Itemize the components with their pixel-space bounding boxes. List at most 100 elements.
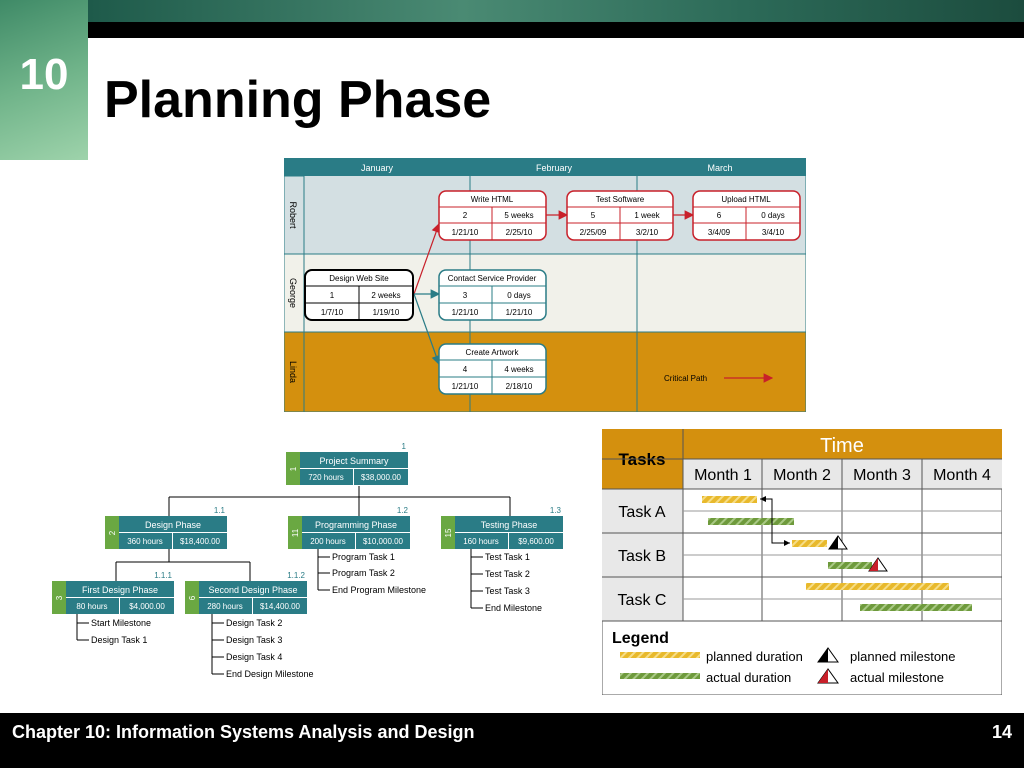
task-a-planned-bar xyxy=(702,496,757,503)
svg-text:Design Web Site: Design Web Site xyxy=(329,274,389,283)
svg-text:Test Software: Test Software xyxy=(596,195,645,204)
legend-planned-milestone-icon xyxy=(817,647,839,663)
list-item: Test Task 1 xyxy=(485,552,530,562)
wbs-node-testing-phase: 1.3 15 Testing Phase 160 hours $9,600.00 xyxy=(441,506,563,549)
list-item: Test Task 3 xyxy=(485,586,530,596)
svg-text:3/2/10: 3/2/10 xyxy=(636,228,659,237)
wbs-programming-tasks: Program Task 1 Program Task 2 End Progra… xyxy=(332,552,426,595)
svg-text:Testing Phase: Testing Phase xyxy=(481,520,538,530)
svg-text:Project Summary: Project Summary xyxy=(319,456,389,466)
svg-text:2/25/09: 2/25/09 xyxy=(580,228,607,237)
svg-text:160 hours: 160 hours xyxy=(463,537,499,546)
list-item: Start Milestone xyxy=(91,618,151,628)
svg-text:1/21/10: 1/21/10 xyxy=(452,228,479,237)
gantt-month-3: Month 3 xyxy=(853,467,911,484)
list-item: Program Task 2 xyxy=(332,568,395,578)
svg-text:1: 1 xyxy=(330,291,335,300)
svg-text:80 hours: 80 hours xyxy=(76,602,107,611)
legend-planned-duration: planned duration xyxy=(706,649,803,664)
svg-text:4: 4 xyxy=(463,365,468,374)
wbs-first-design-tasks: Start Milestone Design Task 1 xyxy=(91,618,151,645)
svg-text:5 weeks: 5 weeks xyxy=(504,211,533,220)
svg-text:1/21/10: 1/21/10 xyxy=(452,308,479,317)
task-c-actual-bar xyxy=(860,604,972,611)
gantt-time-header: Time xyxy=(820,435,864,457)
svg-text:720 hours: 720 hours xyxy=(308,473,344,482)
svg-text:2: 2 xyxy=(108,530,117,535)
footer-bar xyxy=(0,713,1024,768)
gantt-row-task-b: Task B xyxy=(618,548,666,565)
wbs-node-programming-phase: 1.2 11 Programming Phase 200 hours $10,0… xyxy=(288,506,410,549)
task-contact-service-provider: Contact Service Provider 3 0 days 1/21/1… xyxy=(438,269,547,321)
svg-text:$14,400.00: $14,400.00 xyxy=(260,602,301,611)
legend-planned-swatch xyxy=(620,652,700,658)
svg-text:Design Phase: Design Phase xyxy=(145,520,201,530)
svg-text:1.1.2: 1.1.2 xyxy=(287,571,305,580)
svg-text:15: 15 xyxy=(444,528,453,537)
gantt-row-task-c: Task C xyxy=(618,592,667,609)
svg-text:1: 1 xyxy=(289,466,298,471)
wbs-node-second-design-phase: 1.1.2 6 Second Design Phase 280 hours $1… xyxy=(185,571,307,614)
list-item: End Milestone xyxy=(485,603,542,613)
month-january: January xyxy=(361,163,394,173)
svg-text:6: 6 xyxy=(188,595,197,600)
svg-text:6: 6 xyxy=(717,211,722,220)
task-b-planned-milestone xyxy=(828,535,848,550)
task-b-planned-bar xyxy=(792,540,827,547)
svg-text:360 hours: 360 hours xyxy=(127,537,163,546)
month-march: March xyxy=(707,163,732,173)
chapter-badge xyxy=(0,0,88,160)
top-black-band xyxy=(88,22,1024,38)
svg-text:Programming Phase: Programming Phase xyxy=(315,520,397,530)
svg-text:1/7/10: 1/7/10 xyxy=(321,308,344,317)
legend-actual-duration: actual duration xyxy=(706,670,791,685)
svg-text:Upload HTML: Upload HTML xyxy=(721,195,771,204)
gantt-month-1: Month 1 xyxy=(694,467,752,484)
svg-text:1.2: 1.2 xyxy=(397,506,409,515)
svg-text:5: 5 xyxy=(591,211,596,220)
svg-text:1.3: 1.3 xyxy=(550,506,562,515)
legend-planned-milestone: planned milestone xyxy=(850,649,956,664)
svg-text:1 week: 1 week xyxy=(634,211,660,220)
list-item: End Design Milestone xyxy=(226,669,314,679)
svg-text:Create Artwork: Create Artwork xyxy=(466,348,520,357)
svg-text:1.1.1: 1.1.1 xyxy=(154,571,172,580)
gantt-month-2: Month 2 xyxy=(773,467,831,484)
wbs-second-design-tasks: Design Task 2 Design Task 3 Design Task … xyxy=(226,618,314,679)
page-number: 14 xyxy=(991,722,1012,742)
svg-text:2 weeks: 2 weeks xyxy=(371,291,400,300)
legend-title: Legend xyxy=(612,630,669,647)
wbs-node-design-phase: 1.1 2 Design Phase 360 hours $18,400.00 xyxy=(105,506,227,549)
gantt-month-4: Month 4 xyxy=(933,467,991,484)
task-b-actual-bar xyxy=(828,562,872,569)
list-item: Design Task 3 xyxy=(226,635,282,645)
svg-text:2/18/10: 2/18/10 xyxy=(506,382,533,391)
svg-text:1: 1 xyxy=(402,442,407,451)
critical-path-label: Critical Path xyxy=(664,374,707,383)
svg-text:3/4/09: 3/4/09 xyxy=(708,228,731,237)
svg-text:3: 3 xyxy=(463,291,468,300)
task-b-actual-milestone xyxy=(868,557,888,572)
task-create-artwork: Create Artwork 4 4 weeks 1/21/10 2/18/10 xyxy=(438,343,547,395)
svg-text:$18,400.00: $18,400.00 xyxy=(180,537,221,546)
svg-text:0 days: 0 days xyxy=(507,291,531,300)
svg-text:11: 11 xyxy=(291,528,300,537)
task-upload-html: Upload HTML 6 0 days 3/4/09 3/4/10 xyxy=(692,190,801,241)
svg-text:280 hours: 280 hours xyxy=(207,602,243,611)
svg-text:1/21/10: 1/21/10 xyxy=(506,308,533,317)
svg-text:4 weeks: 4 weeks xyxy=(504,365,533,374)
list-item: Design Task 1 xyxy=(91,635,147,645)
task-write-html: Write HTML 2 5 weeks 1/21/10 2/25/10 xyxy=(438,190,547,241)
list-item: Design Task 4 xyxy=(226,652,282,662)
list-item: Test Task 2 xyxy=(485,569,530,579)
svg-text:First Design Phase: First Design Phase xyxy=(82,585,158,595)
gantt-row-task-a: Task A xyxy=(618,504,665,521)
wbs-node-project-summary: 1 1 Project Summary 720 hours $38,000.00 xyxy=(286,442,408,485)
gantt-chart: Tasks Time Month 1 Month 2 Month 3 Month… xyxy=(602,429,1002,695)
list-item: End Program Milestone xyxy=(332,585,426,595)
month-header-bar xyxy=(284,158,806,176)
task-a-actual-bar xyxy=(708,518,794,525)
svg-text:Second Design Phase: Second Design Phase xyxy=(208,585,297,595)
footer-chapter-title: Chapter 10: Information Systems Analysis… xyxy=(12,722,475,742)
wbs-testing-tasks: Test Task 1 Test Task 2 Test Task 3 End … xyxy=(485,552,542,613)
